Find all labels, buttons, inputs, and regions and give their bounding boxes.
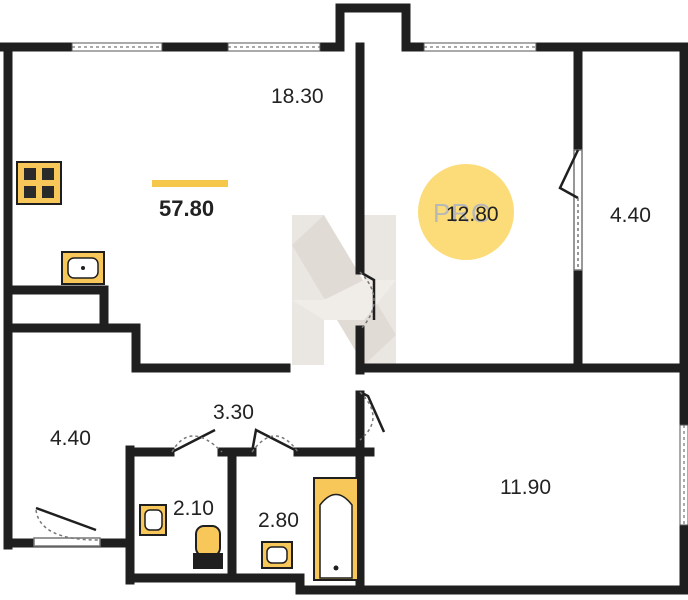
windows — [71, 42, 688, 526]
stove-icon — [16, 161, 62, 205]
bathtub-icon — [313, 477, 359, 581]
room-area-room: 11.90 — [500, 476, 551, 499]
toilet-icon — [193, 525, 223, 569]
total-area-underline — [152, 180, 228, 187]
watermark-logo-icon — [292, 215, 396, 365]
room-area-toilet: 2.10 — [173, 497, 214, 520]
room-area-hall: 3.30 — [213, 401, 254, 424]
room-area-loggia: 4.40 — [610, 204, 651, 227]
washbasin-icon — [261, 541, 293, 569]
room-area-living: 18.30 — [271, 85, 324, 108]
badge-text: PRO — [433, 198, 493, 228]
room-area-bath: 2.80 — [258, 509, 299, 532]
room-area-bedroom: 12.80 — [446, 203, 499, 226]
washbasin-icon — [139, 504, 167, 536]
door-swing-icon — [33, 149, 583, 547]
total-area: 57.80 — [159, 196, 215, 221]
room-area-entry: 4.40 — [50, 427, 91, 450]
badge-circle — [418, 164, 514, 260]
kitchen-sink-icon — [61, 251, 105, 285]
